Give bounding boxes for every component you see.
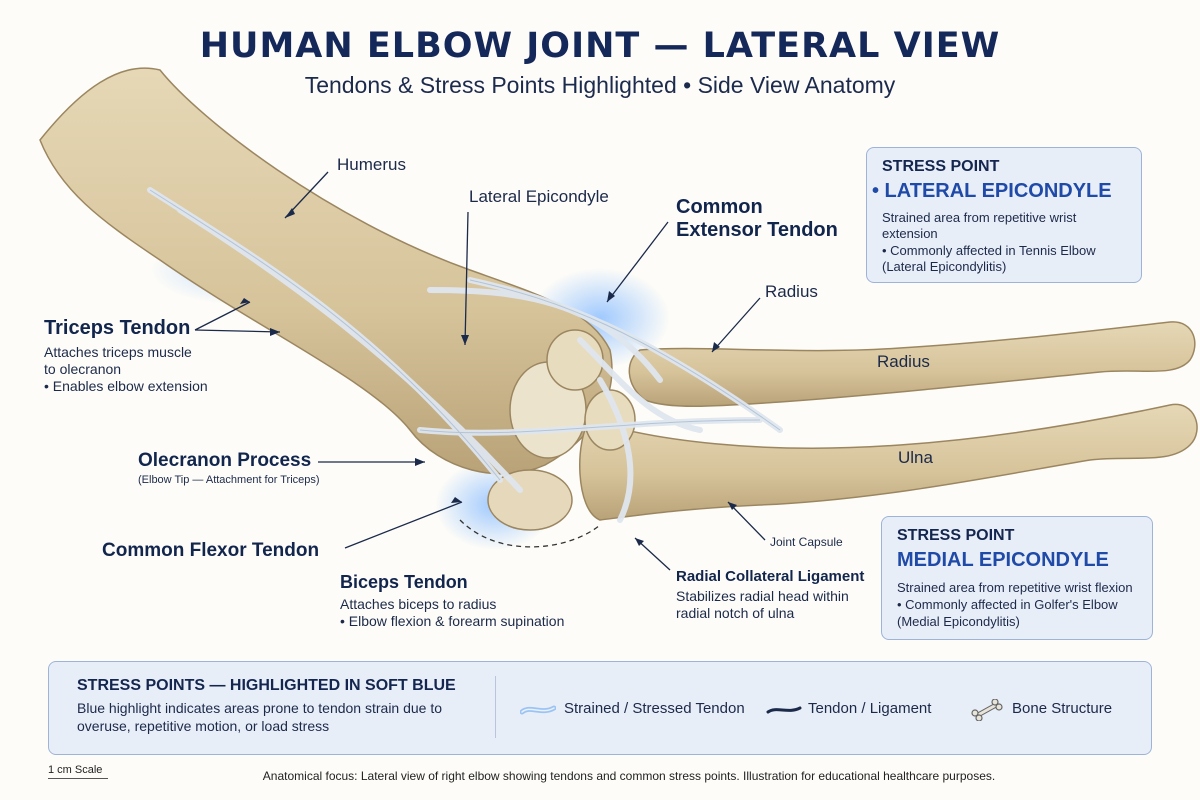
olecranon-desc: (Elbow Tip — Attachment for Triceps) — [138, 474, 320, 486]
legend-line2: overuse, repetitive motion, or load stre… — [77, 718, 330, 734]
legend-item-bone: Bone Structure — [1012, 700, 1113, 717]
olecranon-tip — [487, 469, 573, 531]
stress-lateral-line2: extension — [882, 226, 938, 241]
legend-item-tendon: Tendon / Ligament — [808, 700, 932, 717]
stress-medial-heading: STRESS POINT — [897, 527, 1015, 544]
stress-medial-name: MEDIAL EPICONDYLE — [897, 549, 1109, 571]
stress-lateral-line4: (Lateral Epicondylitis) — [882, 259, 1007, 274]
legend-panel: STRESS POINTS — HIGHLIGHTED IN SOFT BLUE… — [48, 661, 1152, 755]
label-radius-top: Radius — [765, 282, 818, 301]
footer-note: Anatomical focus: Lateral view of right … — [262, 769, 996, 783]
label-ulna: Ulna — [898, 448, 933, 467]
stress-lateral-line1: Strained area from repetitive wrist — [882, 210, 1077, 225]
strained-tendon-icon — [520, 705, 556, 715]
ligament-2 — [577, 337, 703, 433]
biceps-desc-1: Attaches biceps to radius — [340, 596, 497, 612]
ulna-bone — [579, 403, 1198, 521]
label-olecranon-process: Olecranon Process — [138, 450, 312, 471]
label-common-extensor-1: Common — [676, 196, 763, 218]
label-common-flexor-tendon: Common Flexor Tendon — [102, 540, 320, 561]
capitulum — [546, 329, 604, 391]
stress-lateral-name: • LATERAL EPICONDYLE — [872, 180, 1112, 202]
radius-bone — [628, 321, 1196, 407]
triceps-tendon-2 — [177, 207, 523, 493]
legend-item-strained: Strained / Stressed Tendon — [564, 700, 745, 717]
stress-lateral-heading: STRESS POINT — [882, 158, 1000, 175]
label-triceps-tendon: Triceps Tendon — [44, 317, 191, 339]
stress-medial-line3: (Medial Epicondylitis) — [897, 614, 1020, 629]
rcl-desc-2: radial notch of ulna — [676, 605, 795, 621]
label-joint-capsule: Joint Capsule — [770, 535, 843, 549]
legend-line1: Blue highlight indicates areas prone to … — [77, 700, 443, 716]
label-biceps-tendon: Biceps Tendon — [340, 572, 468, 592]
triceps-desc-1: Attaches triceps muscle — [44, 344, 192, 360]
stress-box-medial: STRESS POINT MEDIAL EPICONDYLE Strained … — [881, 516, 1153, 640]
label-common-extensor-2: Extensor Tendon — [676, 219, 838, 241]
stress-lateral-line3: • Commonly affected in Tennis Elbow — [882, 243, 1096, 258]
label-lateral-epicondyle: Lateral Epicondyle — [469, 187, 609, 206]
label-radial-collateral-ligament: Radial Collateral Ligament — [676, 568, 865, 585]
stress-medial-line1: Strained area from repetitive wrist flex… — [897, 580, 1133, 595]
label-radius: Radius — [877, 352, 930, 371]
label-humerus: Humerus — [337, 155, 406, 174]
triceps-desc-2: to olecranon — [44, 361, 122, 377]
joint-capsule-outline — [459, 519, 601, 548]
tendon-ligament-icon — [766, 706, 802, 714]
legend-heading: STRESS POINTS — HIGHLIGHTED IN SOFT BLUE — [77, 677, 456, 694]
bone-icon — [971, 699, 1003, 721]
triceps-desc-3: • Enables elbow extension — [44, 378, 208, 394]
legend-divider — [495, 676, 496, 738]
ligament-1 — [597, 377, 634, 523]
rcl-desc-1: Stabilizes radial head within — [676, 588, 849, 604]
stress-box-lateral: STRESS POINT • LATERAL EPICONDYLE Strain… — [866, 147, 1142, 283]
page-title: HUMAN ELBOW JOINT — LATERAL VIEW — [199, 26, 1001, 66]
biceps-desc-2: • Elbow flexion & forearm supination — [340, 613, 565, 629]
page-subtitle: Tendons & Stress Points Highlighted • Si… — [304, 72, 896, 98]
scale-bar: 1 cm Scale — [48, 764, 108, 779]
stress-medial-line2: • Commonly affected in Golfer's Elbow — [897, 597, 1118, 612]
